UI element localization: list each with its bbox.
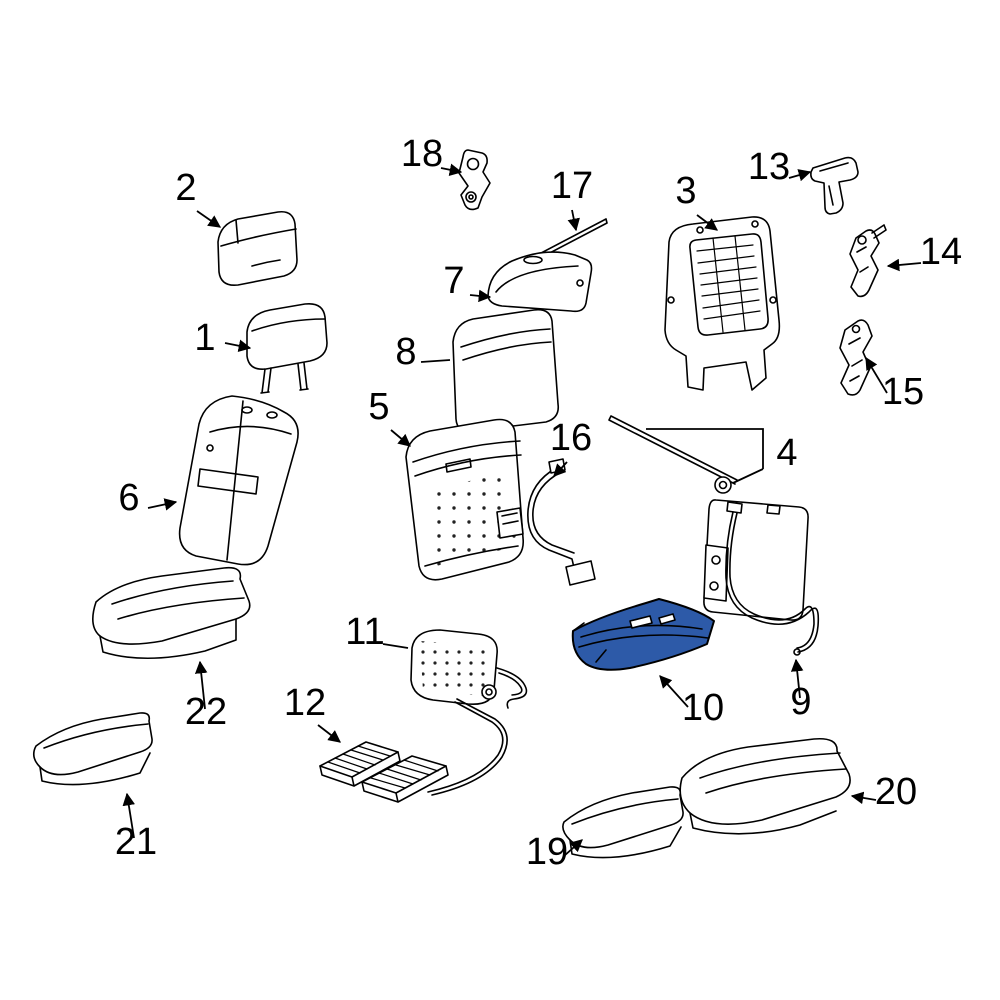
part-10-highlight-fill[interactable] — [571, 598, 715, 671]
callout-6[interactable]: 6 — [118, 477, 178, 519]
leader-line — [147, 498, 178, 511]
callout-number: 19 — [526, 831, 568, 873]
leader-bracket — [646, 428, 764, 484]
leader-line — [790, 658, 804, 699]
leader-line — [440, 163, 463, 176]
callout-number: 16 — [550, 417, 592, 459]
part-1-headrest — [246, 302, 328, 394]
callout-14[interactable]: 14 — [886, 231, 962, 273]
leader-line — [553, 461, 568, 477]
callout-number: 22 — [185, 691, 227, 733]
leader-line — [886, 258, 922, 272]
callout-number: 14 — [920, 231, 962, 273]
part-22-seat-cushion-pad — [92, 566, 251, 660]
callout-10[interactable]: 10 — [659, 675, 724, 729]
callout-number: 13 — [748, 146, 790, 188]
callout-number: 18 — [401, 133, 443, 175]
callout-19[interactable]: 19 — [526, 831, 583, 873]
callout-number: 20 — [875, 771, 917, 813]
part-18-hinge-bracket — [458, 149, 491, 211]
leader-line — [469, 289, 492, 303]
part-6-seatback-cover — [178, 395, 299, 566]
part-17-trim-rod — [521, 218, 608, 268]
callout-number: 1 — [194, 317, 215, 359]
part-9-rear-panel-cable — [703, 499, 820, 656]
callout-number: 21 — [115, 821, 157, 863]
callout-11[interactable]: 11 — [345, 611, 409, 653]
leader-line — [317, 724, 341, 743]
leader-line — [563, 839, 583, 857]
callout-number: 10 — [682, 687, 724, 729]
callout-22[interactable]: 22 — [185, 660, 227, 733]
part-19-trim-strip — [562, 786, 684, 859]
callout-17[interactable]: 17 — [551, 165, 593, 232]
callout-2[interactable]: 2 — [175, 167, 222, 228]
callout-number: 5 — [368, 386, 389, 428]
callout-number: 8 — [395, 331, 416, 373]
callout-number: 6 — [118, 477, 139, 519]
callout-number: 12 — [284, 682, 326, 724]
callout-12[interactable]: 12 — [284, 682, 341, 743]
callout-13[interactable]: 13 — [748, 146, 812, 188]
part-20-seat-cushion — [679, 737, 851, 835]
leader-line — [382, 643, 409, 649]
leader-line — [865, 356, 888, 394]
part-10-seat-heater-mat-highlighted[interactable] — [571, 598, 715, 671]
part-11-lumbar-heater-element — [410, 629, 528, 709]
leader-line — [788, 169, 812, 182]
callout-number: 4 — [776, 432, 797, 474]
callout-1[interactable]: 1 — [194, 317, 252, 359]
part-2-headrest — [217, 210, 298, 287]
part-7-upper-panel — [487, 251, 593, 313]
callout-number: 17 — [551, 165, 593, 207]
callout-layer: 1 2 3 4 5 6 7 8 — [115, 133, 962, 873]
leader-line — [390, 429, 411, 447]
leader-line — [224, 339, 252, 352]
part-21-trim-strip — [32, 712, 153, 786]
leader-line — [696, 214, 719, 231]
callout-7[interactable]: 7 — [443, 260, 492, 303]
part-14-latch — [849, 224, 887, 298]
leader-line — [850, 791, 877, 805]
callout-5[interactable]: 5 — [368, 386, 411, 447]
callout-4[interactable]: 4 — [646, 428, 798, 484]
callout-9[interactable]: 9 — [790, 658, 812, 723]
callout-number: 3 — [675, 170, 696, 212]
callout-number: 15 — [882, 371, 924, 413]
leader-line — [420, 359, 451, 363]
part-3-seatback-frame — [664, 216, 781, 391]
callout-18[interactable]: 18 — [401, 133, 463, 176]
part-4-rod — [608, 415, 738, 494]
part-12-pads-and-wire — [319, 698, 508, 803]
callout-21[interactable]: 21 — [115, 792, 157, 863]
part-13-bracket — [810, 156, 859, 215]
callout-number: 7 — [443, 260, 464, 302]
callout-16[interactable]: 16 — [550, 417, 592, 477]
leader-line — [196, 210, 222, 228]
callout-number: 9 — [790, 681, 811, 723]
callout-8[interactable]: 8 — [395, 331, 451, 373]
callout-3[interactable]: 3 — [675, 170, 719, 231]
callout-15[interactable]: 15 — [865, 356, 924, 413]
callout-20[interactable]: 20 — [850, 771, 917, 813]
callout-number: 11 — [345, 611, 384, 653]
leader-line — [194, 660, 208, 710]
leader-line — [122, 792, 136, 839]
part-5-seatback-cushion — [405, 418, 525, 581]
leader-line — [567, 209, 580, 232]
part-8-seatback-pad — [452, 308, 560, 433]
leader-line — [659, 675, 689, 708]
part-15-latch — [839, 319, 873, 396]
callout-number: 2 — [175, 167, 196, 209]
